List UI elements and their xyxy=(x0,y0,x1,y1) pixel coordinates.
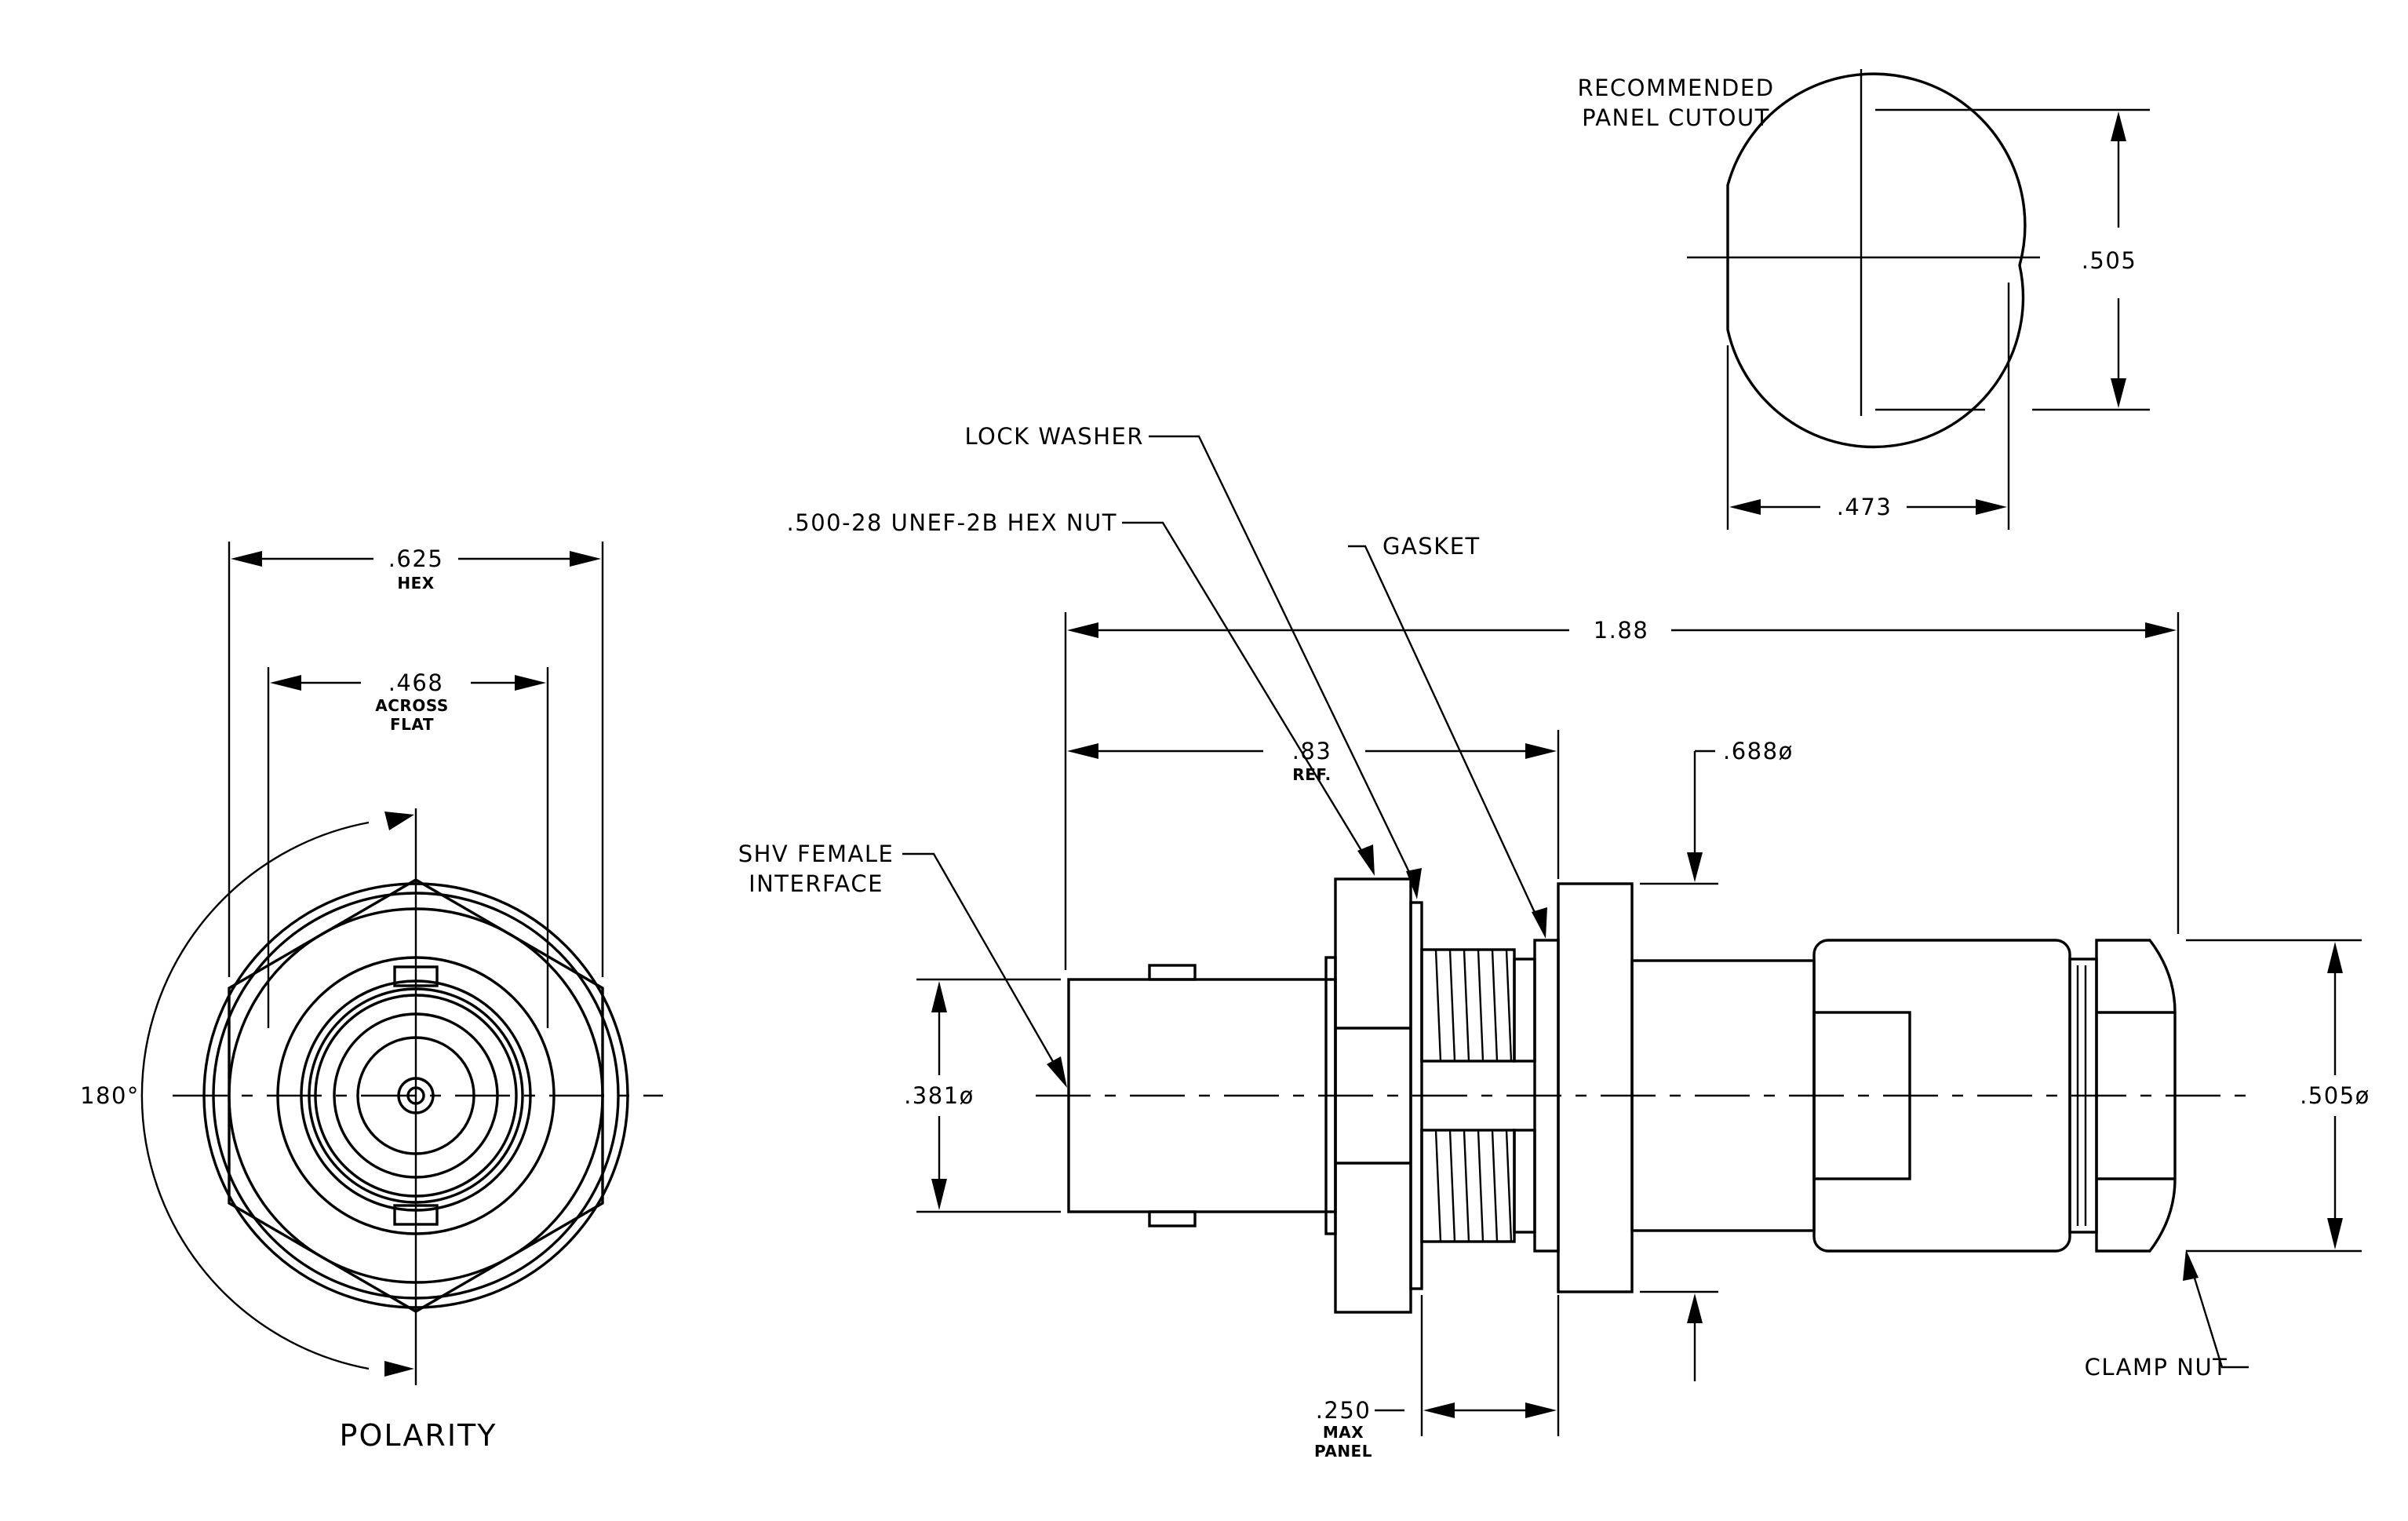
interface-label: INTERFACE xyxy=(749,870,883,897)
key-top xyxy=(393,965,439,987)
gasket-leader-arrow xyxy=(1532,907,1547,939)
polarity-arc xyxy=(140,821,370,1370)
clamp-nut-label: CLAMP NUT xyxy=(2085,1354,2228,1381)
key-bottom xyxy=(393,1204,439,1226)
hex-arrow-right xyxy=(570,551,601,567)
contact-circle xyxy=(397,1077,435,1114)
left-arrow-top xyxy=(931,981,947,1012)
panel-dim: .250 xyxy=(1316,1397,1372,1424)
lock-washer-label: LOCK WASHER xyxy=(964,423,1144,450)
flat-circle xyxy=(228,907,604,1284)
sleeve-flat xyxy=(1812,1011,1911,1180)
clamp-thread-lines xyxy=(2076,965,2087,1226)
left-arrow-bottom xyxy=(931,1179,947,1210)
interface-ring-2 xyxy=(314,994,518,1198)
polarity-arrow-bottom xyxy=(384,1361,414,1377)
panel-cutout-view: RECOMMENDED PANEL CUTOUT .505 .473 xyxy=(1577,69,2150,530)
across-sub-2: FLAT xyxy=(390,715,434,734)
hex-outline xyxy=(228,878,604,1313)
flange xyxy=(1557,882,1634,1293)
recommended-label: RECOMMENDED xyxy=(1577,75,1774,101)
clamp-nut-leader xyxy=(2188,1260,2249,1369)
polarity-arrow-top xyxy=(384,812,414,830)
cutout-height-arrow-bottom xyxy=(2111,378,2126,408)
hex-arrow-left xyxy=(231,551,262,567)
across-dim: .468 xyxy=(388,669,444,696)
flange-arrow-bottom xyxy=(1687,1293,1703,1323)
hex-nut-chamfer-left xyxy=(1324,956,1337,1235)
interface-ring-3 xyxy=(333,1012,499,1179)
shv-female-label: SHV FEMALE xyxy=(738,841,894,867)
gasket-label: GASKET xyxy=(1383,533,1481,560)
thread-neck-upper xyxy=(1513,957,1536,1063)
shv-leader-arrow xyxy=(1047,1056,1067,1088)
overall-arrow-right xyxy=(2145,622,2177,638)
overall-dim: 1.88 xyxy=(1594,617,1649,644)
flat-arrow-right xyxy=(515,675,546,691)
body-key-bottom xyxy=(1148,1210,1197,1227)
cutout-height-arrow-top xyxy=(2111,111,2126,141)
gasket-leader xyxy=(1348,545,1543,927)
panel-arrow-left xyxy=(1423,1402,1455,1418)
angle-label: 180° xyxy=(80,1082,140,1109)
overall-arrow-left xyxy=(1067,622,1098,638)
hex-nut-label: .500-28 UNEF-2B HEX NUT xyxy=(787,509,1117,536)
polarity-title: POLARITY xyxy=(340,1418,497,1453)
ref-dim: .83 xyxy=(1292,738,1332,764)
thread-teeth-upper xyxy=(1434,949,1513,1062)
side-view: 1.88 .83 REF. .688ø .381ø .505ø xyxy=(738,423,2370,1461)
ref-arrow-left xyxy=(1067,743,1098,759)
thread-teeth-lower xyxy=(1434,1129,1513,1242)
shv-leader xyxy=(902,852,1062,1076)
lock-washer-leader-arrow xyxy=(1406,868,1422,899)
flange-dia-dim: .688ø xyxy=(1723,738,1794,764)
polarity-end-view: .625 HEX .468 ACROSS FLAT 180° POLARITY xyxy=(80,542,663,1453)
flange-arrow-top xyxy=(1687,852,1703,882)
interface-outer-circle xyxy=(300,979,532,1212)
contact-pin xyxy=(406,1086,425,1105)
cutout-width-arrow-left xyxy=(1729,499,1761,515)
interface-ring-4 xyxy=(356,1036,475,1155)
cutout-width-dim: .473 xyxy=(1837,494,1893,520)
panel-cutout-label: PANEL CUTOUT xyxy=(1582,104,1770,131)
washer-outer-circle xyxy=(202,882,629,1309)
flat-arrow-left xyxy=(270,675,301,691)
lock-washer xyxy=(1409,901,1423,1290)
right-dia-dim: .505ø xyxy=(2300,1082,2370,1109)
across-sub-1: ACROSS xyxy=(375,696,448,715)
ref-arrow-right xyxy=(1525,743,1557,759)
hex-nut-leader-arrow xyxy=(1357,844,1375,876)
right-arrow-top xyxy=(2327,942,2343,973)
left-dia-dim: .381ø xyxy=(904,1082,974,1109)
panel-arrow-right xyxy=(1525,1402,1557,1418)
panel-sub-1: MAX xyxy=(1323,1423,1364,1442)
hex-nut-leader xyxy=(1122,521,1371,864)
lock-washer-leader xyxy=(1149,435,1418,888)
clamp-nut-leader-arrow xyxy=(2183,1249,2199,1281)
hex-sub: HEX xyxy=(397,574,434,593)
cutout-width-arrow-right xyxy=(1976,499,2007,515)
right-arrow-bottom xyxy=(2327,1218,2343,1249)
body-key-top xyxy=(1148,964,1197,981)
interface-ring-1 xyxy=(308,987,524,1204)
cutout-height-dim: .505 xyxy=(2082,247,2137,274)
cutout-outline xyxy=(1726,72,2027,449)
body-circle xyxy=(276,956,556,1235)
panel-sub-2: PANEL xyxy=(1314,1442,1372,1461)
thread-neck-lower xyxy=(1513,1129,1536,1234)
washer-inner-circle xyxy=(212,892,620,1300)
hex-dim: .625 xyxy=(388,545,444,572)
